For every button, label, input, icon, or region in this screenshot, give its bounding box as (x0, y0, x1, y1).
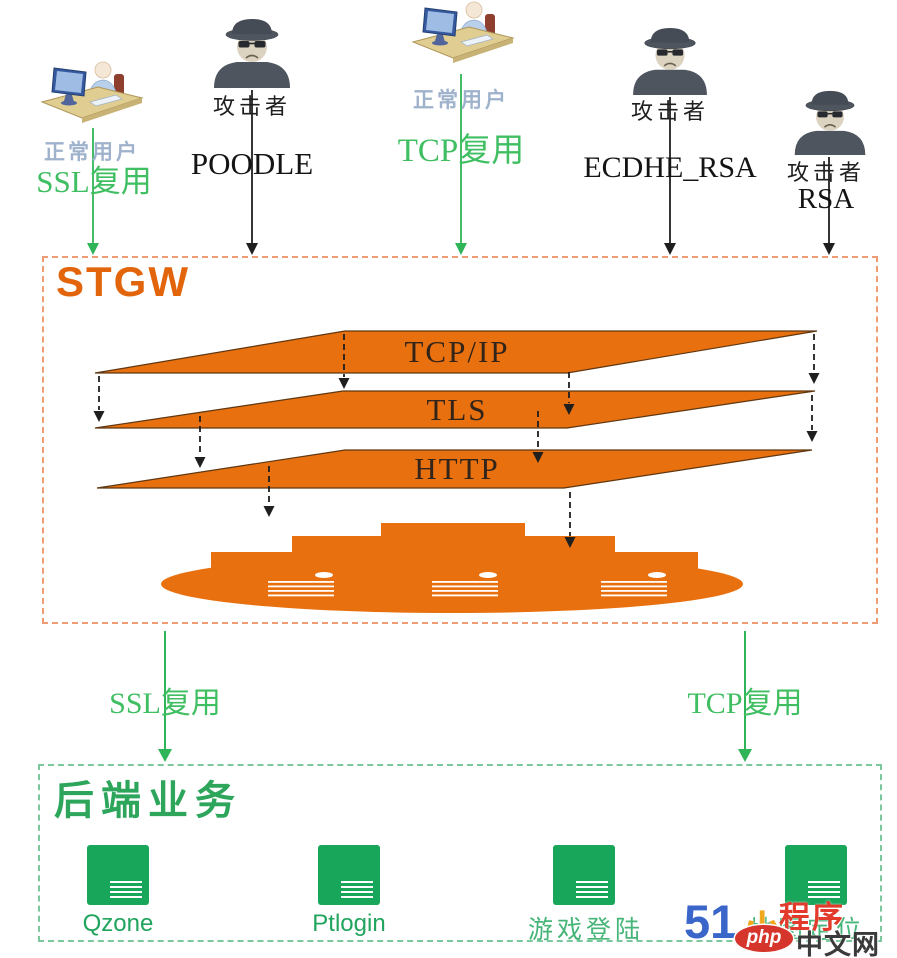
user-at-desk-icon (411, 1, 515, 63)
watermark-51: 51 (684, 895, 737, 948)
actor-label: 攻击者 (630, 99, 709, 124)
backend-link-arrows (158, 631, 752, 762)
user-at-desk-icon (40, 61, 144, 123)
protocol-label: ECDHE_RSA (583, 151, 757, 184)
stgw-box (42, 256, 878, 624)
layer-http-label: HTTP (414, 451, 500, 486)
stgw-layers: TCP/IP TLS HTTP (94, 330, 818, 489)
service-icon-game-login (553, 845, 615, 905)
tcp-reuse-link-label: TCP复用 (687, 687, 803, 720)
ssl-reuse-link-label: SSL复用 (109, 687, 221, 720)
server-lines-glyph (808, 881, 840, 898)
actor-label: 正常用户 (44, 140, 140, 164)
server-lines-glyph (110, 881, 142, 898)
protocol-label: SSL复用 (36, 164, 152, 199)
server-glyph (432, 572, 498, 597)
layer-http-shape (96, 449, 813, 489)
attacker-icon (633, 27, 707, 95)
protocol-label: TCP复用 (397, 133, 525, 169)
attacker-icon (794, 90, 866, 155)
service-label: Ptlogin (312, 910, 386, 937)
server-lines-glyph (576, 881, 608, 898)
backend-title: 后端业务 (54, 778, 242, 823)
watermark-zhongwenwang: 中文网 (796, 930, 880, 958)
watermark-php-oval: php (735, 925, 793, 952)
service-icon-ptlogin (318, 845, 380, 905)
service-icon-map-locate (785, 845, 847, 905)
layer-flow-arrowheads (93, 373, 820, 548)
server-glyph (268, 572, 334, 597)
watermark-chengxu: 程序 (779, 900, 845, 935)
actor-label: 攻击者 (212, 94, 291, 119)
server-lines-glyph (341, 881, 373, 898)
server-glyph (601, 572, 667, 597)
attacker-icon (214, 19, 290, 88)
layer-flow-arrows (98, 334, 815, 536)
layer-tcpip-label: TCP/IP (404, 334, 509, 369)
actor-label: 攻击者 (786, 160, 865, 185)
protocol-label: POODLE (190, 146, 314, 181)
actor-label: 正常用户 (413, 88, 509, 112)
service-label: Qzone (82, 910, 154, 937)
layer-tcpip-shape (94, 330, 818, 374)
layer-tls-label: TLS (426, 392, 487, 427)
layer-tls-shape (94, 390, 816, 429)
entry-arrows (87, 74, 835, 255)
watermark: 51 小 程序 php 中文网 (678, 894, 897, 958)
backend-box (38, 764, 882, 942)
protocol-label: RSA (797, 183, 855, 215)
stgw-title: STGW (56, 258, 190, 305)
service-label: 游戏登陆 (527, 917, 644, 944)
service-icon-qzone (87, 845, 149, 905)
server-platform (161, 523, 743, 613)
